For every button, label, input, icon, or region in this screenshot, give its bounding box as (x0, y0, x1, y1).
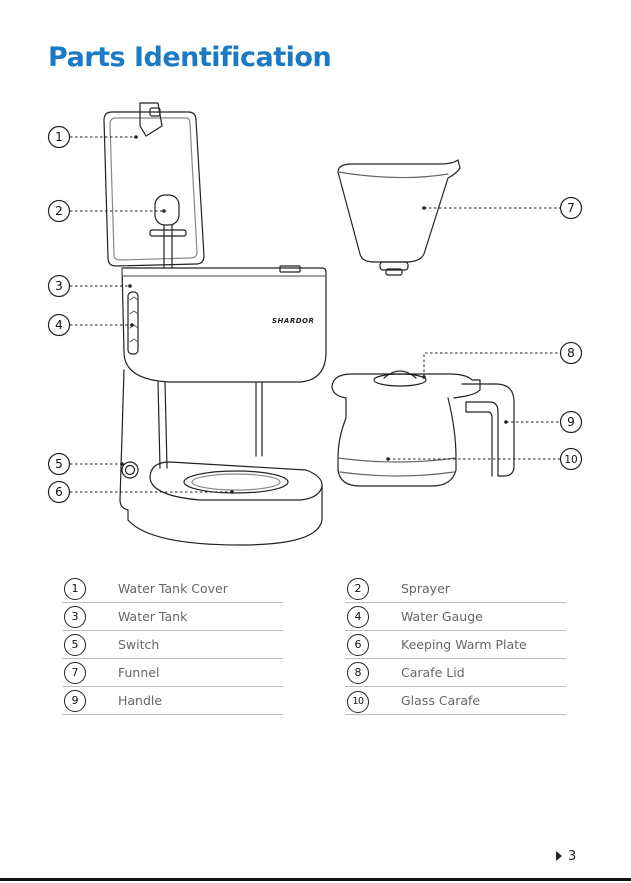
page-number-text: 3 (568, 849, 576, 864)
table-row: 2 Sprayer (345, 575, 566, 603)
table-row: 5 Switch (62, 631, 283, 659)
part-number: 7 (64, 662, 86, 684)
part-label: Keeping Warm Plate (401, 631, 566, 659)
parts-legend-right: 2 Sprayer 4 Water Gauge 6 Keeping Warm P… (345, 575, 566, 715)
part-number: 10 (347, 691, 369, 713)
part-number: 9 (64, 690, 86, 712)
part-label: Glass Carafe (401, 687, 566, 715)
coffee-maker-diagram: SHARDOR 1 2 3 4 5 6 7 8 9 10 (0, 0, 631, 560)
part-number: 4 (347, 606, 369, 628)
triangle-right-icon (556, 851, 562, 861)
part-number: 1 (64, 578, 86, 600)
funnel-drawing (338, 160, 460, 275)
callout-5: 5 (55, 457, 63, 471)
table-row: 3 Water Tank (62, 603, 283, 631)
table-row: 8 Carafe Lid (345, 659, 566, 687)
bottom-rule (0, 878, 631, 881)
part-number: 8 (347, 662, 369, 684)
part-label: Switch (118, 631, 283, 659)
page-number: 3 (556, 849, 576, 864)
table-row: 9 Handle (62, 687, 283, 715)
part-number: 5 (64, 634, 86, 656)
table-row: 4 Water Gauge (345, 603, 566, 631)
part-label: Funnel (118, 659, 283, 687)
coffee-maker-body-drawing (120, 266, 326, 545)
part-number: 6 (347, 634, 369, 656)
callout-1: 1 (55, 130, 63, 144)
table-row: 10 Glass Carafe (345, 687, 566, 715)
part-label: Carafe Lid (401, 659, 566, 687)
callout-9: 9 (567, 415, 575, 429)
table-row: 7 Funnel (62, 659, 283, 687)
callout-4: 4 (55, 318, 63, 332)
callout-8: 8 (567, 346, 575, 360)
part-label: Water Gauge (401, 603, 566, 631)
water-tank-cover-drawing (104, 103, 204, 266)
sprayer-drawing (150, 195, 186, 268)
table-row: 1 Water Tank Cover (62, 575, 283, 603)
callout-3: 3 (55, 279, 63, 293)
part-label: Water Tank Cover (118, 575, 283, 603)
parts-legend-left: 1 Water Tank Cover 3 Water Tank 5 Switch… (62, 575, 283, 715)
part-number: 3 (64, 606, 86, 628)
part-number: 2 (347, 578, 369, 600)
carafe-drawing (332, 371, 514, 486)
callout-2: 2 (55, 204, 63, 218)
brand-logo: SHARDOR (272, 317, 314, 325)
callout-6: 6 (55, 485, 63, 499)
callout-10: 10 (564, 454, 577, 466)
table-row: 6 Keeping Warm Plate (345, 631, 566, 659)
callout-7: 7 (567, 201, 575, 215)
part-label: Water Tank (118, 603, 283, 631)
part-label: Handle (118, 687, 283, 715)
part-label: Sprayer (401, 575, 566, 603)
